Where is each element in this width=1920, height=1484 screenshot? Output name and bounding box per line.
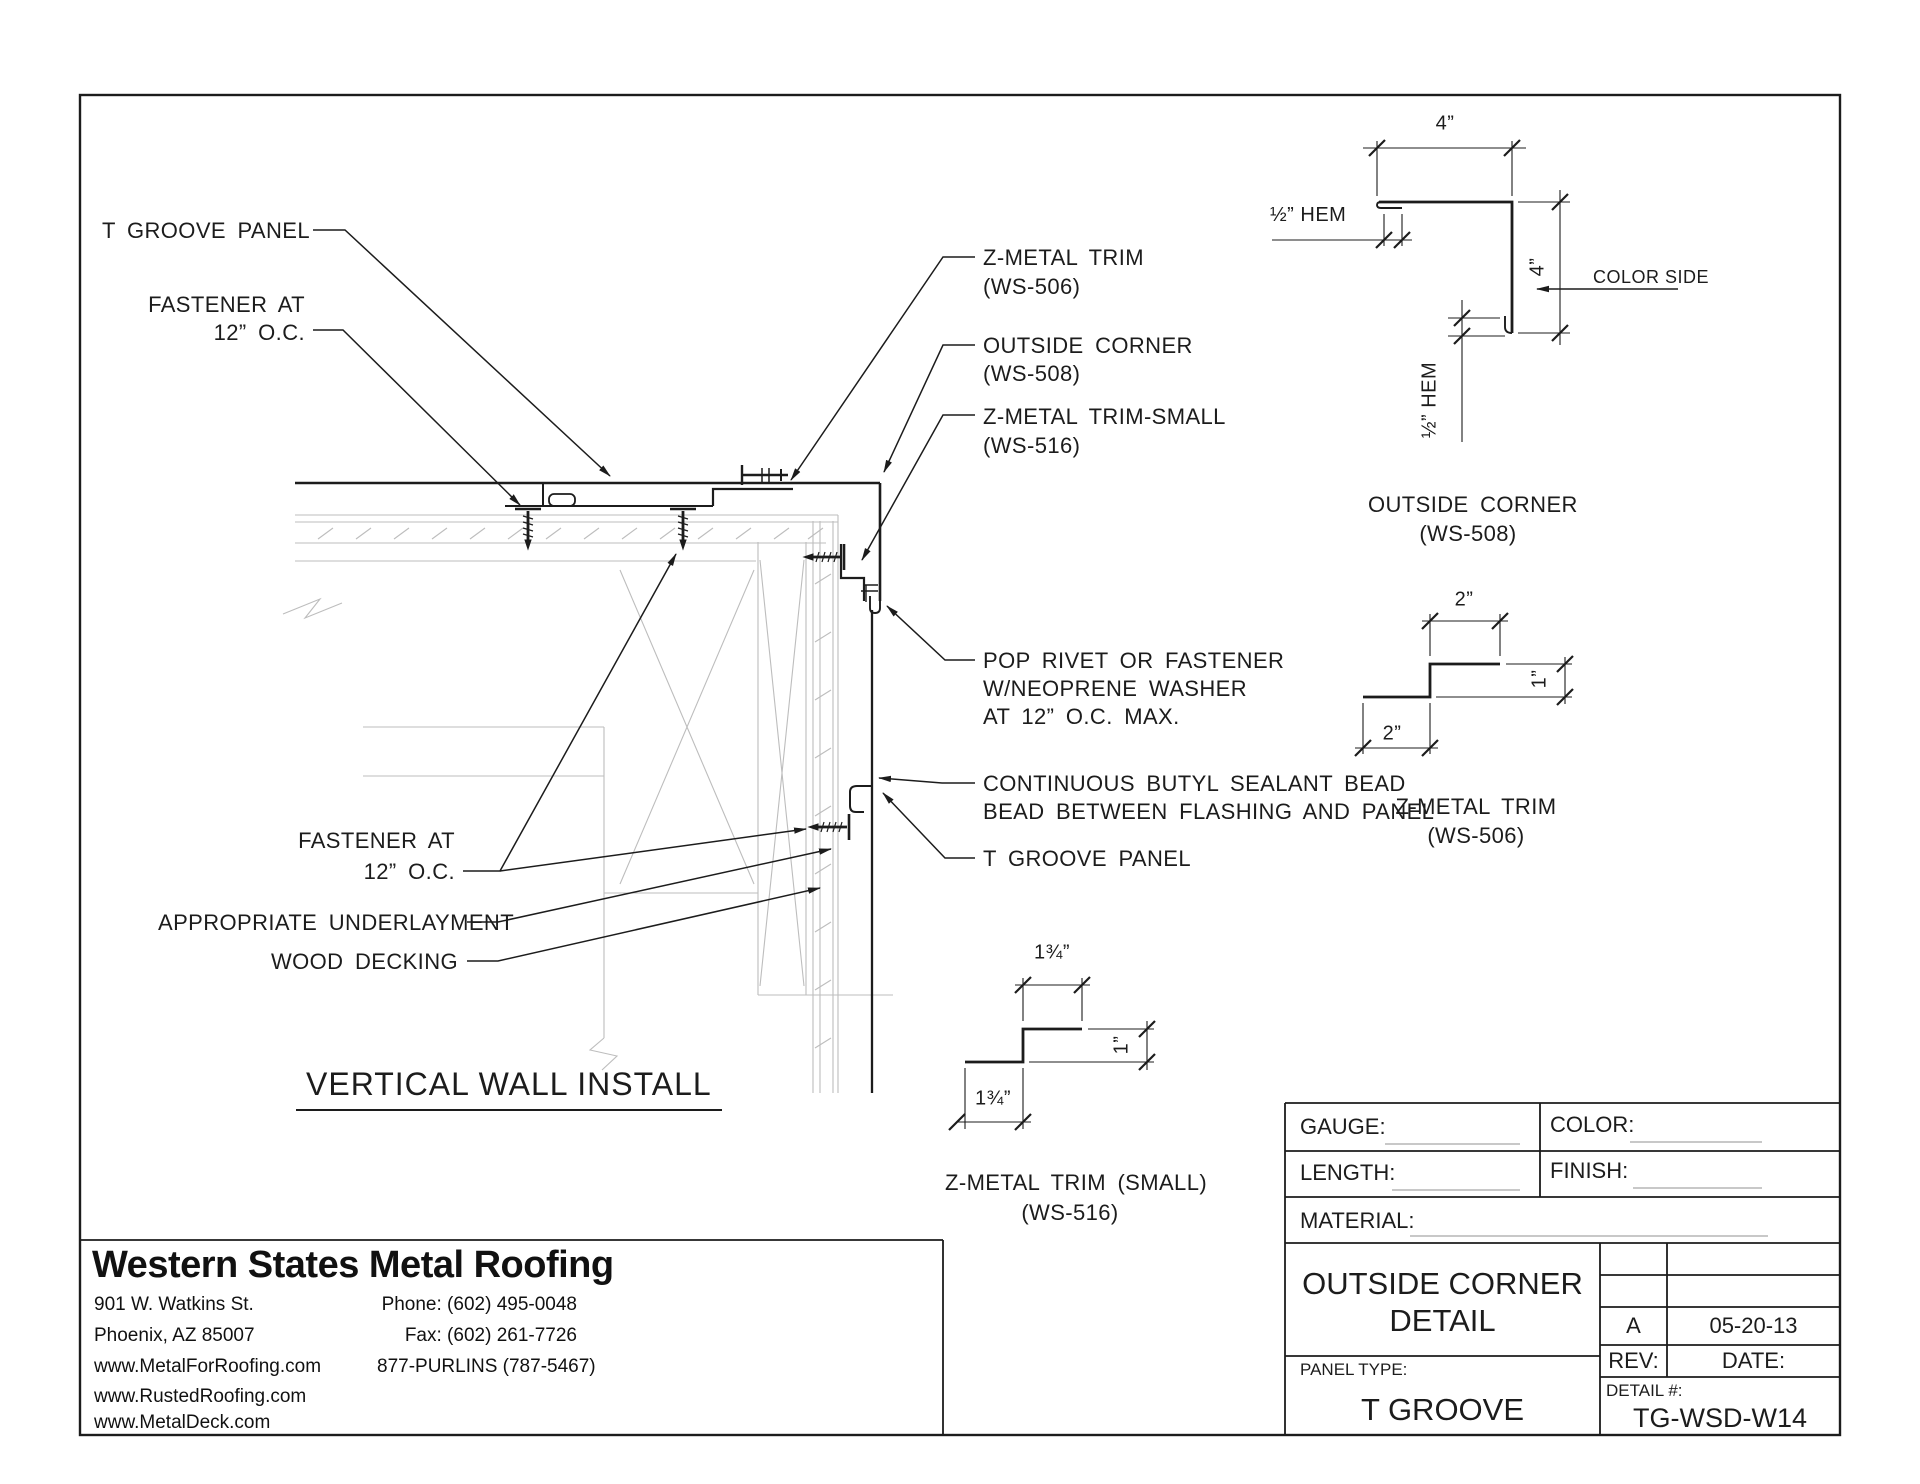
title-block-lines (80, 1102, 1840, 1435)
wall-screw-lower (807, 812, 851, 842)
ws508-dim-side: 4” (1526, 257, 1549, 277)
callout-wood-decking: WOOD DECKING (270, 949, 458, 974)
company-website-1[interactable]: www.MetalForRoofing.com (94, 1356, 322, 1377)
field-finish-label: FINISH: (1550, 1158, 1629, 1183)
detail-number-label: DETAIL #: (1606, 1381, 1683, 1400)
rev-value: A (1626, 1313, 1641, 1338)
callout-t-groove-panel-top: T GROOVE PANEL (102, 218, 310, 243)
blank-field-lines (1385, 1141, 1768, 1237)
ws508-label-line2: (WS-508) (1419, 521, 1517, 546)
callout-z-metal-trim-line1: Z-METAL TRIM (983, 245, 1144, 270)
company-website-3[interactable]: www.MetalDeck.com (94, 1412, 271, 1433)
ws516-dim-top: 1¾” (1034, 941, 1070, 964)
detail-title-line2: DETAIL (1389, 1303, 1496, 1338)
callout-fastener-bottom-line1: FASTENER AT (298, 828, 455, 853)
ws508-color-side-note: COLOR SIDE (1593, 267, 1710, 287)
ws508-label-line1: OUTSIDE CORNER (1368, 492, 1578, 517)
callout-appropriate-underlayment: APPROPRIATE UNDERLAYMENT (158, 910, 515, 935)
ws506-dim-bottom: 2” (1382, 722, 1402, 745)
callout-z-metal-trim-small-line1: Z-METAL TRIM-SMALL (983, 404, 1226, 429)
ws506-dim-top: 2” (1454, 588, 1474, 611)
company-address-line2: Phoenix, AZ 85007 (94, 1325, 255, 1346)
callout-fastener-bottom-line2: 12” O.C. (363, 859, 455, 884)
field-gauge-label: GAUGE: (1300, 1114, 1386, 1139)
date-label: DATE: (1721, 1348, 1786, 1373)
ws508-dim-top: 4” (1435, 112, 1455, 135)
callout-pop-rivet-line2: W/NEOPRENE WASHER (983, 676, 1248, 701)
leader-lines (313, 229, 975, 962)
callout-t-groove-panel-wall: T GROOVE PANEL (983, 846, 1191, 871)
ws508-dim-hem-bottom: ½” HEM (1418, 361, 1441, 439)
section-linework (295, 465, 882, 1093)
detail-title-line1: OUTSIDE CORNER (1302, 1266, 1583, 1301)
callout-outside-corner-line2: (WS-508) (983, 361, 1081, 386)
company-fax: Fax: (602) 261-7726 (404, 1325, 577, 1346)
callout-fastener-top-line2: 12” O.C. (213, 320, 305, 345)
ws506-dim-side: 1” (1528, 669, 1551, 689)
panel-type-label: PANEL TYPE: (1300, 1360, 1408, 1379)
company-website-2[interactable]: www.RustedRoofing.com (94, 1386, 307, 1407)
callout-z-metal-trim-small-line2: (WS-516) (983, 433, 1081, 458)
company-phone: Phone: (602) 495-0048 (381, 1294, 577, 1315)
framing-lines (282, 514, 893, 1093)
callout-fastener-top-line1: FASTENER AT (148, 292, 305, 317)
detail-number-value: TG-WSD-W14 (1633, 1403, 1807, 1433)
ws506-label-line1: Z-METAL TRIM (1395, 794, 1557, 819)
profile-ws516 (948, 976, 1156, 1131)
rev-label: REV: (1608, 1348, 1659, 1373)
callout-z-metal-trim-line2: (WS-506) (983, 274, 1081, 299)
profile-ws506 (1354, 612, 1574, 757)
ws516-label-line1: Z-METAL TRIM (SMALL) (945, 1170, 1208, 1195)
callout-pop-rivet-line3: AT 12” O.C. MAX. (983, 704, 1180, 729)
view-title: VERTICAL WALL INSTALL (296, 1066, 722, 1111)
ws516-dim-side: 1” (1110, 1035, 1133, 1055)
ws516-label-line2: (WS-516) (1021, 1200, 1119, 1225)
callout-butyl-line1: CONTINUOUS BUTYL SEALANT BEAD (983, 771, 1406, 796)
ws508-dim-hem-top: ½” HEM (1270, 204, 1347, 226)
field-length-label: LENGTH: (1300, 1160, 1396, 1185)
ws506-label-line2: (WS-506) (1427, 823, 1525, 848)
company-name: Western States Metal Roofing (92, 1244, 614, 1286)
callout-outside-corner-line1: OUTSIDE CORNER (983, 333, 1193, 358)
company-address-line1: 901 W. Watkins St. (94, 1294, 254, 1315)
sheet-border (78, 93, 1842, 1437)
ws516-dim-bottom: 1¾” (975, 1087, 1011, 1110)
field-color-label: COLOR: (1550, 1112, 1635, 1137)
panel-type-value: T GROOVE (1360, 1392, 1525, 1427)
company-tollfree: 877-PURLINS (787-5467) (377, 1356, 596, 1377)
date-value: 05-20-13 (1709, 1313, 1798, 1338)
callout-butyl-line2: BEAD BETWEEN FLASHING AND PANEL (983, 799, 1435, 824)
callout-pop-rivet-line1: POP RIVET OR FASTENER (983, 648, 1285, 673)
profile-ws508 (1272, 139, 1678, 442)
field-material-label: MATERIAL: (1300, 1208, 1415, 1233)
